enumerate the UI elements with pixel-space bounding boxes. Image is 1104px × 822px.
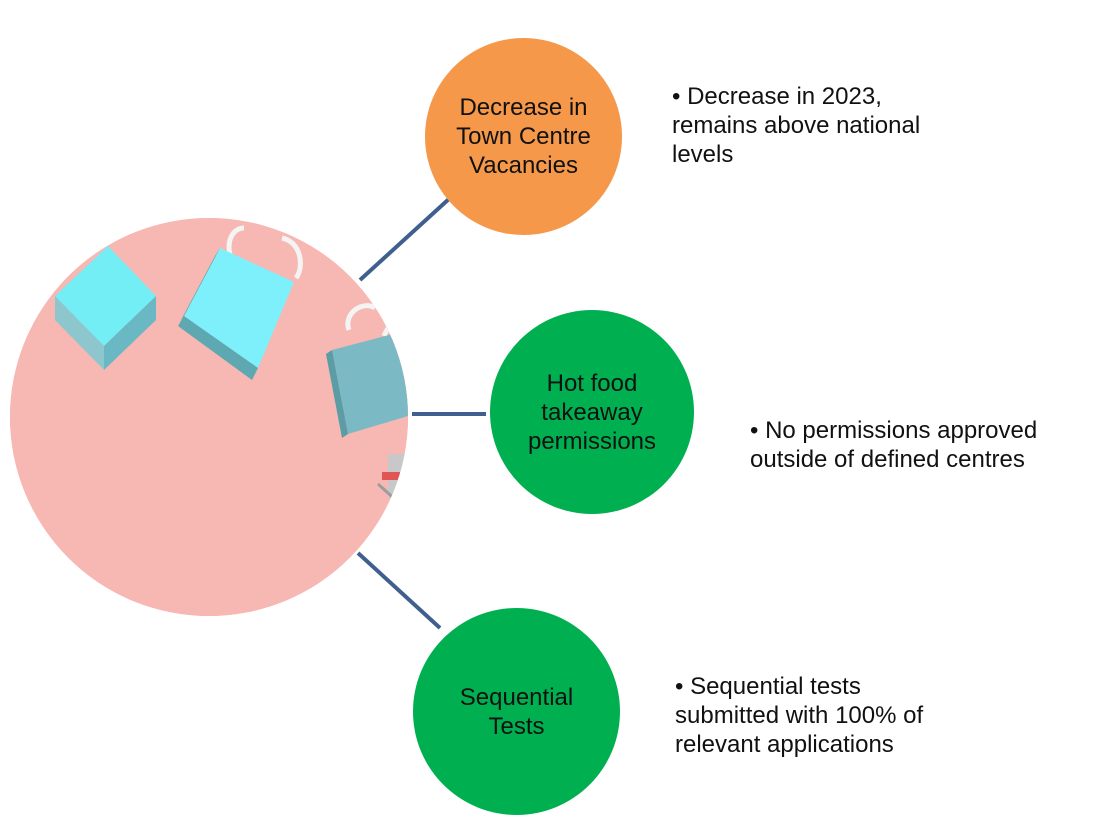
bullet-hot-food-takeaway: • No permissions approved outside of def… [750, 417, 1038, 473]
node-town-centre-vacancies: Decrease in Town Centre Vacancies [425, 38, 622, 235]
connector-line-bottom [356, 551, 442, 630]
bullet-sequential-tests: • Sequential tests submitted with 100% o… [675, 673, 924, 758]
bullet-town-centre-vacancies: • Decrease in 2023, remains above nation… [672, 83, 921, 168]
bag-center-icon [178, 225, 303, 380]
shopping-bags-illustration [10, 218, 408, 616]
node-label-hot-food-takeaway: Hot food takeaway permissions [527, 369, 657, 455]
node-label-sequential-tests: Sequential Tests [459, 683, 574, 740]
node-label-town-centre-vacancies: Decrease in Town Centre Vacancies [456, 94, 591, 179]
connector-line-top [358, 196, 452, 282]
node-sequential-tests: Sequential Tests [413, 608, 620, 815]
bag-left-icon [55, 246, 156, 370]
shopping-bags-image [10, 218, 408, 616]
node-hot-food-takeaway: Hot food takeaway permissions [490, 310, 694, 514]
